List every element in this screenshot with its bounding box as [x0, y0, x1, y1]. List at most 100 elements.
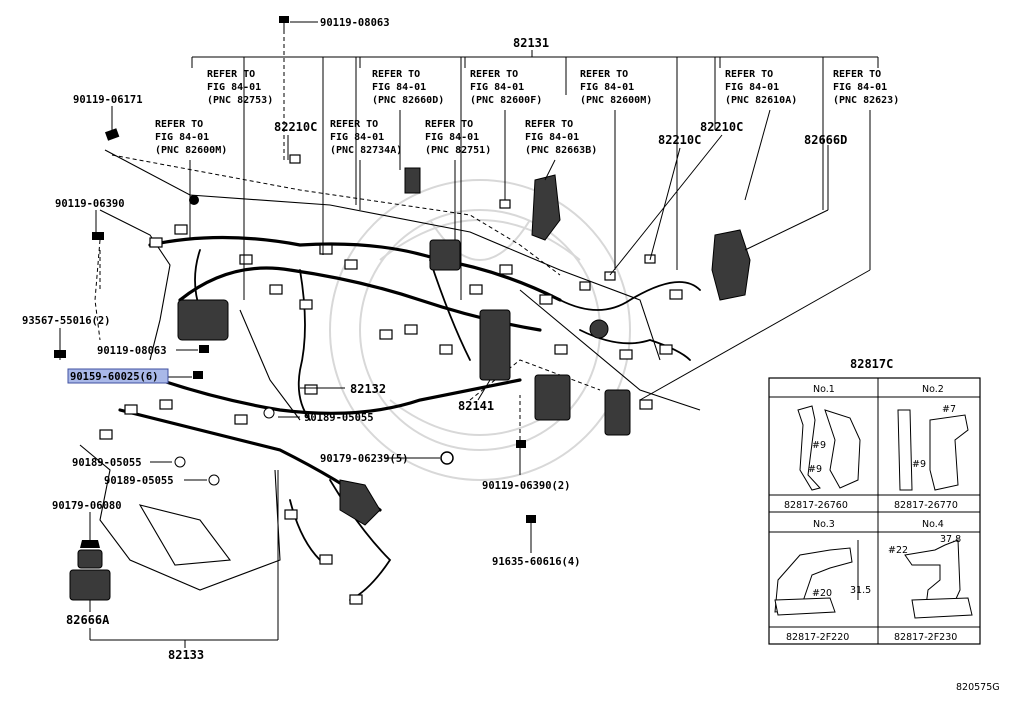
svg-text:(PNC 82660D): (PNC 82660D)	[372, 95, 444, 106]
svg-text:No.2: No.2	[922, 384, 944, 395]
clip-icon	[208, 474, 220, 486]
bolt-icon	[279, 16, 289, 30]
label-82132: 82132	[350, 382, 386, 396]
label-90189-05055-c: 90189-05055	[104, 475, 174, 487]
svg-text:REFER TO: REFER TO	[372, 69, 420, 80]
label-90119-06390-2: 90119-06390(2)	[482, 480, 571, 492]
refer-82600M-right: REFER TO FIG 84-01 (PNC 82600M)	[580, 69, 652, 106]
svg-text:#22: #22	[888, 545, 908, 556]
label-82666D: 82666D	[804, 133, 847, 147]
svg-text:82817-26760: 82817-26760	[784, 500, 848, 511]
svg-text:#9: #9	[912, 459, 926, 470]
label-82133: 82133	[168, 648, 204, 662]
figure-code: 820575G	[956, 682, 1000, 693]
label-90189-05055-a: 90189-05055	[304, 412, 374, 424]
svg-text:37.8: 37.8	[940, 534, 961, 545]
label-82141: 82141	[458, 399, 494, 413]
svg-text:#9: #9	[808, 464, 822, 475]
svg-text:REFER TO: REFER TO	[833, 69, 881, 80]
svg-text:No.3: No.3	[813, 519, 835, 530]
svg-text:FIG 84-01: FIG 84-01	[580, 82, 634, 93]
label-90119-06390-left: 90119-06390	[55, 198, 125, 210]
refer-82753: REFER TO FIG 84-01 (PNC 82753)	[207, 69, 273, 106]
bolt-icon	[516, 440, 526, 448]
label-90189-05055-b: 90189-05055	[72, 457, 142, 469]
svg-text:31.5: 31.5	[850, 585, 871, 596]
svg-text:FIG 84-01: FIG 84-01	[425, 132, 479, 143]
leader-lines	[59, 21, 879, 648]
svg-text:REFER TO: REFER TO	[580, 69, 628, 80]
svg-text:FIG 84-01: FIG 84-01	[470, 82, 524, 93]
clip-icon	[263, 407, 275, 419]
refer-82600F: REFER TO FIG 84-01 (PNC 82600F)	[470, 69, 542, 106]
table-cell-no2: No.2 #7 #9 82817-26770	[894, 384, 969, 511]
bolt-icon	[193, 371, 203, 379]
svg-text:FIG 84-01: FIG 84-01	[525, 132, 579, 143]
refer-82600M-left: REFER TO FIG 84-01 (PNC 82600M)	[155, 119, 227, 156]
bolt-icon	[92, 232, 104, 240]
bolt-icon	[526, 515, 536, 523]
svg-text:REFER TO: REFER TO	[330, 119, 378, 130]
svg-text:REFER TO: REFER TO	[470, 69, 518, 80]
svg-text:(PNC 82753): (PNC 82753)	[207, 95, 273, 106]
svg-text:(PNC 82734A): (PNC 82734A)	[330, 145, 402, 156]
svg-text:FIG 84-01: FIG 84-01	[833, 82, 887, 93]
refer-82751: REFER TO FIG 84-01 (PNC 82751)	[425, 119, 491, 156]
nut-icon	[440, 451, 454, 465]
bolt-icon	[189, 195, 199, 205]
label-82210C-a: 82210C	[274, 120, 317, 134]
svg-text:(PNC 82600M): (PNC 82600M)	[155, 145, 227, 156]
label-90119-08063-mid: 90119-08063	[97, 345, 167, 357]
svg-text:REFER TO: REFER TO	[207, 69, 255, 80]
svg-text:FIG 84-01: FIG 84-01	[330, 132, 384, 143]
table-cell-no3: No.3 31.5 #20 82817-2F220	[774, 519, 871, 643]
svg-text:No.4: No.4	[922, 519, 944, 530]
svg-text:REFER TO: REFER TO	[155, 119, 203, 130]
svg-text:(PNC 82600M): (PNC 82600M)	[580, 95, 652, 106]
svg-text:(PNC 82600F): (PNC 82600F)	[470, 95, 542, 106]
svg-text:(PNC 82610A): (PNC 82610A)	[725, 95, 797, 106]
part-labels: 90119-08063 82131 90119-06171 90119-0639…	[22, 17, 1000, 693]
svg-text:#7: #7	[942, 404, 956, 415]
svg-text:(PNC 82623): (PNC 82623)	[833, 95, 899, 106]
refer-82734A: REFER TO FIG 84-01 (PNC 82734A)	[330, 119, 402, 156]
label-93567-55016: 93567-55016(2)	[22, 315, 111, 327]
label-82210C-c: 82210C	[658, 133, 701, 147]
svg-text:82817-26770: 82817-26770	[894, 500, 958, 511]
components	[69, 167, 751, 601]
nut-icon	[80, 540, 100, 548]
svg-text:#20: #20	[812, 588, 832, 599]
svg-text:#9: #9	[812, 440, 826, 451]
svg-text:FIG 84-01: FIG 84-01	[155, 132, 209, 143]
label-82210C-b: 82210C	[700, 120, 743, 134]
label-90119-06171: 90119-06171	[73, 94, 143, 106]
label-90179-06080: 90179-06080	[52, 500, 122, 512]
label-82817C: 82817C	[850, 357, 893, 371]
svg-text:FIG 84-01: FIG 84-01	[207, 82, 261, 93]
svg-text:82817-2F230: 82817-2F230	[894, 632, 957, 643]
svg-text:(PNC 82663B): (PNC 82663B)	[525, 145, 597, 156]
label-82131: 82131	[513, 36, 549, 50]
dashboard-body-outline	[79, 149, 701, 591]
svg-text:FIG 84-01: FIG 84-01	[372, 82, 426, 93]
svg-text:82817-2F220: 82817-2F220	[786, 632, 849, 643]
bolt-icon	[54, 350, 66, 358]
label-90179-06239: 90179-06239(5)	[320, 453, 409, 465]
svg-text:(PNC 82751): (PNC 82751)	[425, 145, 491, 156]
bolt-icon	[104, 128, 120, 141]
svg-text:No.1: No.1	[813, 384, 835, 395]
label-82666A: 82666A	[66, 613, 110, 627]
svg-text:REFER TO: REFER TO	[425, 119, 473, 130]
bolt-icon	[199, 345, 209, 353]
connectors	[99, 154, 683, 605]
clip-icon	[174, 456, 186, 468]
label-90159-60025: 90159-60025(6)	[70, 371, 159, 383]
highlight-box	[67, 368, 169, 384]
fasteners	[54, 16, 536, 548]
clamp-table: No.1 #9 #9 82817-26760 No.2 #7 #9 82817-…	[768, 377, 981, 645]
label-90119-08063-top: 90119-08063	[320, 17, 390, 29]
svg-text:REFER TO: REFER TO	[725, 69, 773, 80]
